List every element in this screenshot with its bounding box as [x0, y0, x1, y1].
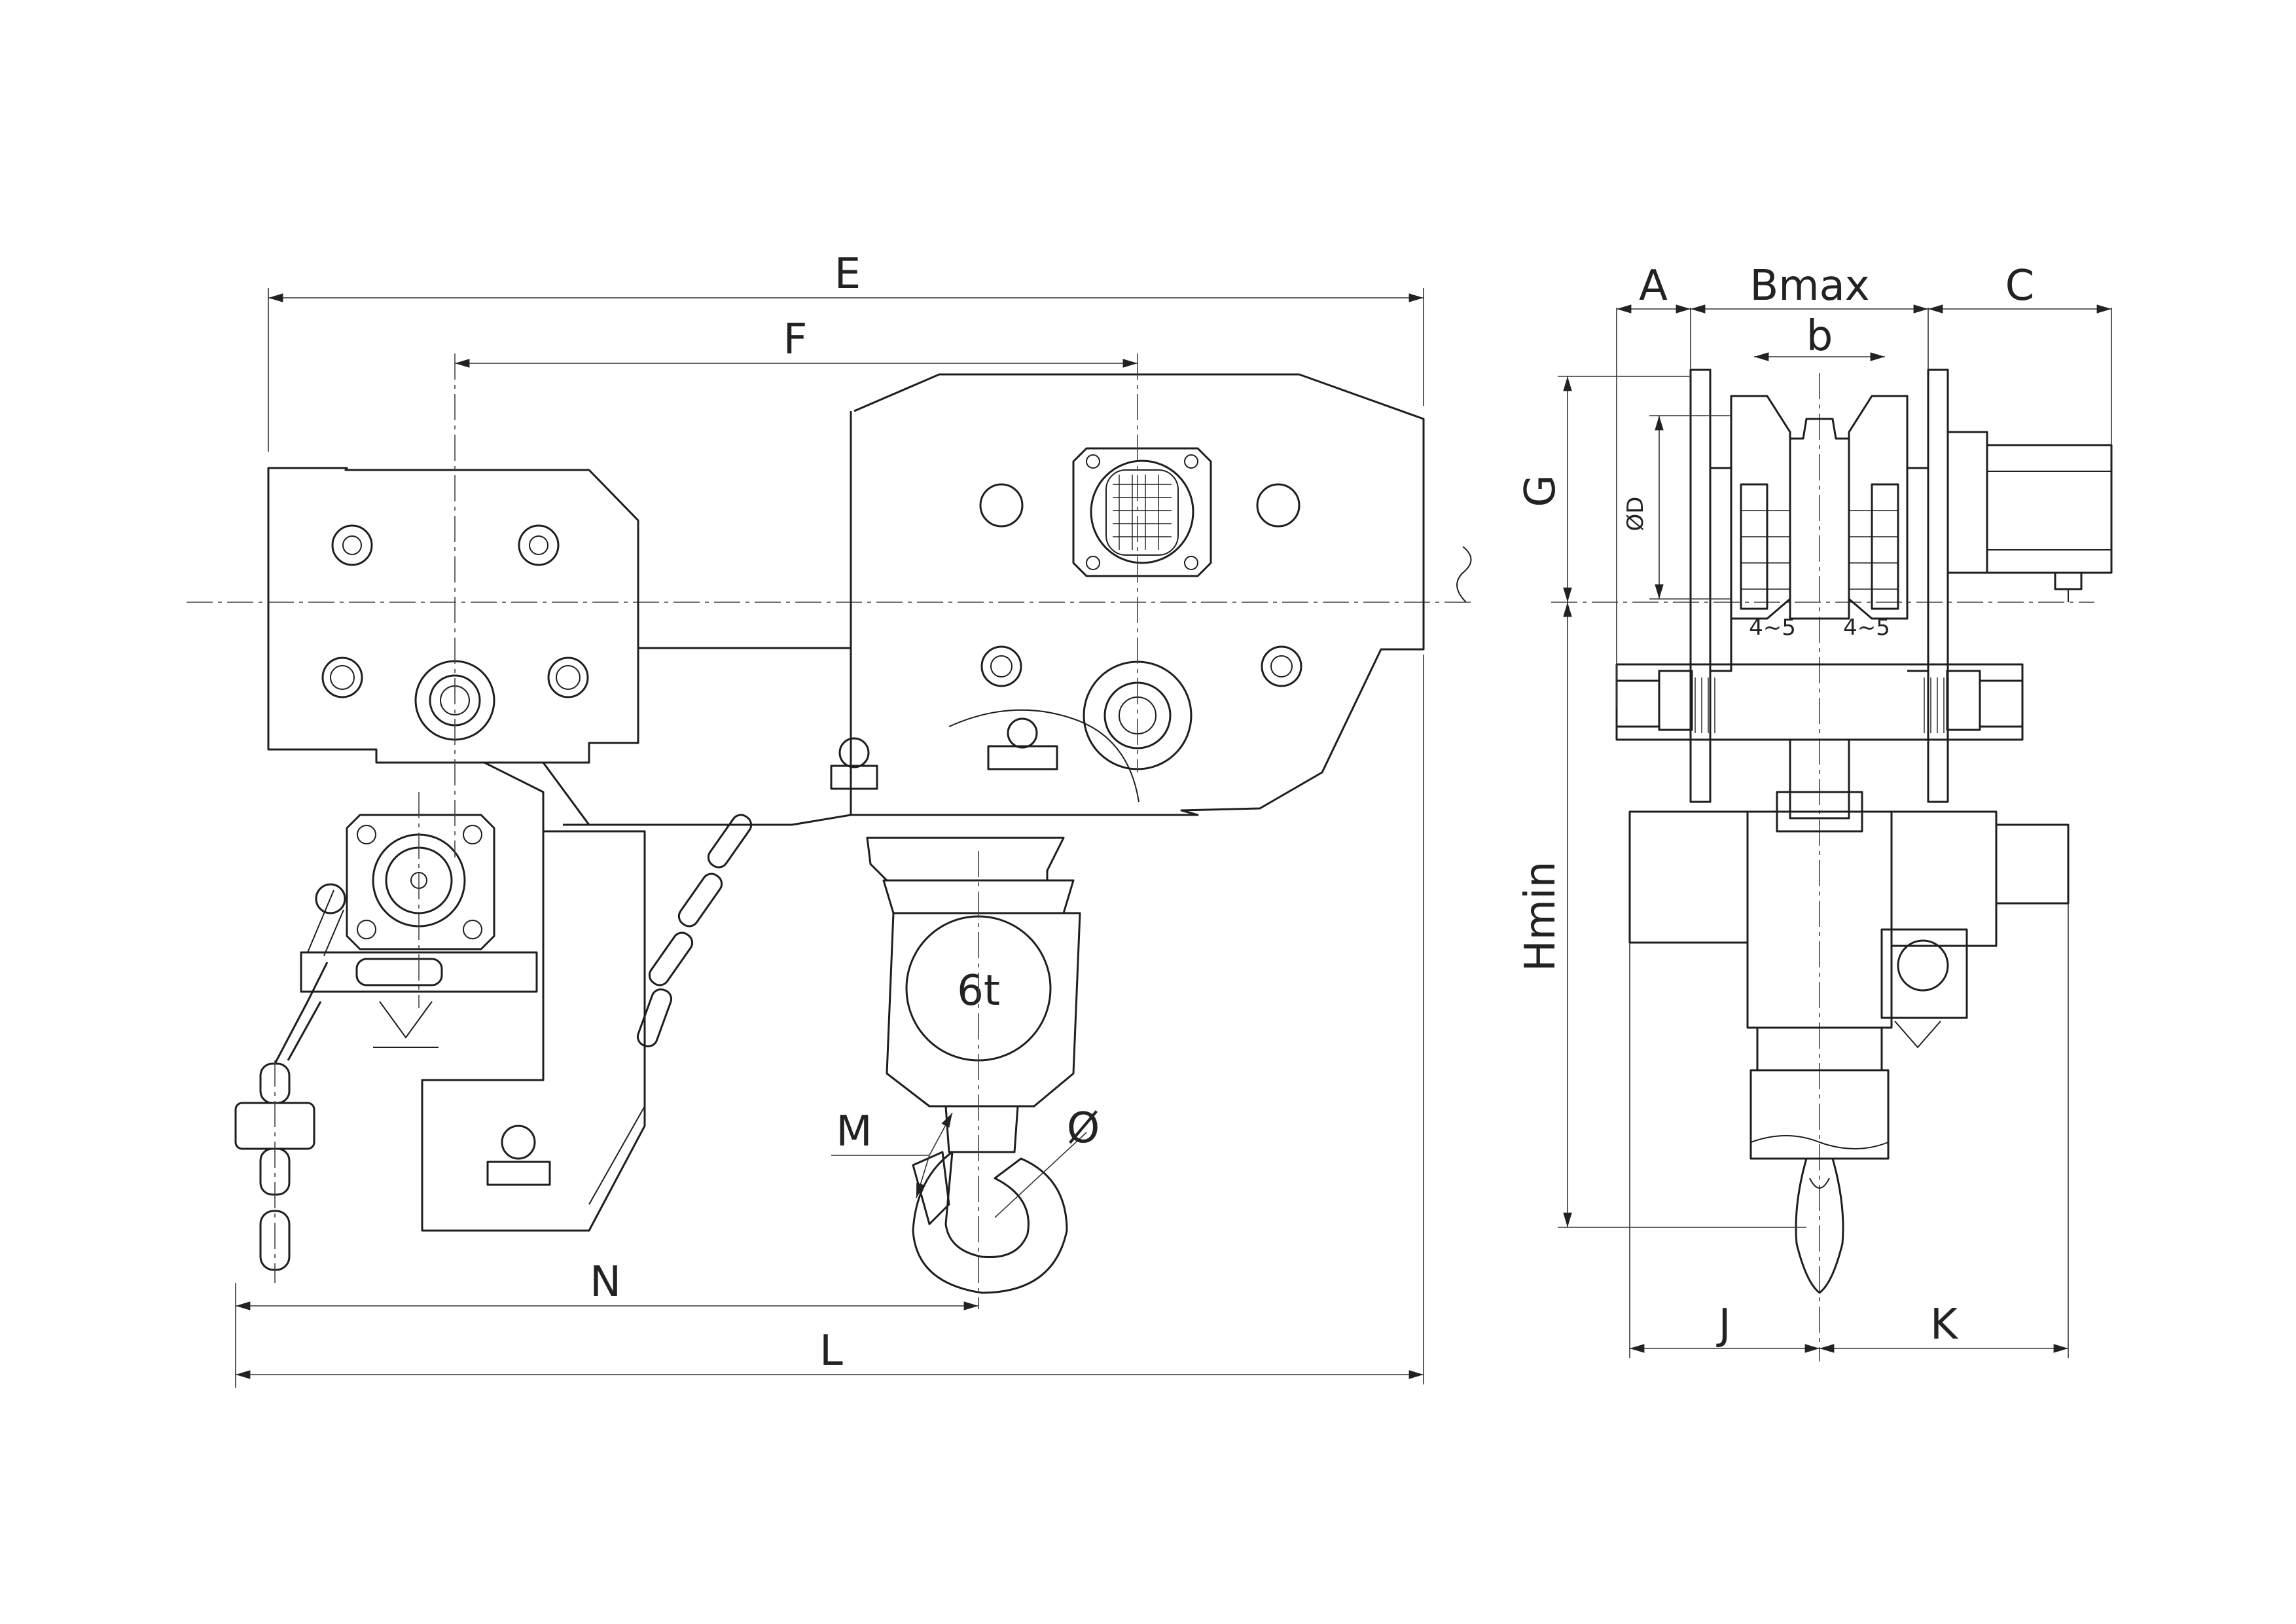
- frame-bar: [542, 647, 852, 826]
- right-wheel-bolts: [979, 483, 1302, 770]
- end-plate-right: [1927, 369, 1949, 803]
- end-view: A Bmax C b G ØD 4~5 4~5 Hmin J K: [1516, 262, 2113, 1362]
- dim-G: G: [1516, 475, 1565, 507]
- end-plate-left: [1689, 369, 1712, 803]
- buffer-lugs: [486, 717, 1058, 1186]
- dim-M: M: [836, 1108, 872, 1156]
- dim-A: A: [1639, 262, 1668, 310]
- left-trolley-plate: [267, 467, 639, 764]
- dim-D: ØD: [1623, 497, 1649, 532]
- dim-Hmin: Hmin: [1516, 861, 1565, 972]
- dim-F: F: [783, 316, 808, 364]
- dim-E: E: [834, 250, 861, 298]
- dim-C: C: [2005, 262, 2035, 310]
- dim-b: b: [1806, 312, 1833, 361]
- hoist-frame: [421, 761, 646, 1232]
- chain-drive-gearbox: [300, 814, 538, 1048]
- dim-K: K: [1930, 1301, 1959, 1349]
- dim-J: J: [1716, 1301, 1731, 1349]
- dim-N: N: [590, 1258, 621, 1307]
- rail-beam: [1789, 418, 1850, 620]
- side-view: 6t E F N L M Ø: [187, 250, 1473, 1388]
- hook-block: 6t: [866, 837, 1081, 1294]
- hook-end: [1795, 1157, 1844, 1294]
- right-trolley-plate: [851, 373, 1425, 816]
- travel-motor: [1946, 431, 2113, 602]
- hook: [912, 1151, 1068, 1294]
- dim-Bmax: Bmax: [1749, 262, 1869, 310]
- travel-motor-flange: [1072, 447, 1212, 577]
- gap-left-label: 4~5: [1749, 615, 1796, 641]
- hoist-body-end: [1628, 738, 2070, 1160]
- load-chain: [636, 814, 753, 1047]
- hand-chain: [234, 890, 344, 1271]
- gap-right-label: 4~5: [1843, 615, 1890, 641]
- dim-hook-dia: Ø: [1067, 1104, 1100, 1153]
- dim-L: L: [819, 1327, 843, 1375]
